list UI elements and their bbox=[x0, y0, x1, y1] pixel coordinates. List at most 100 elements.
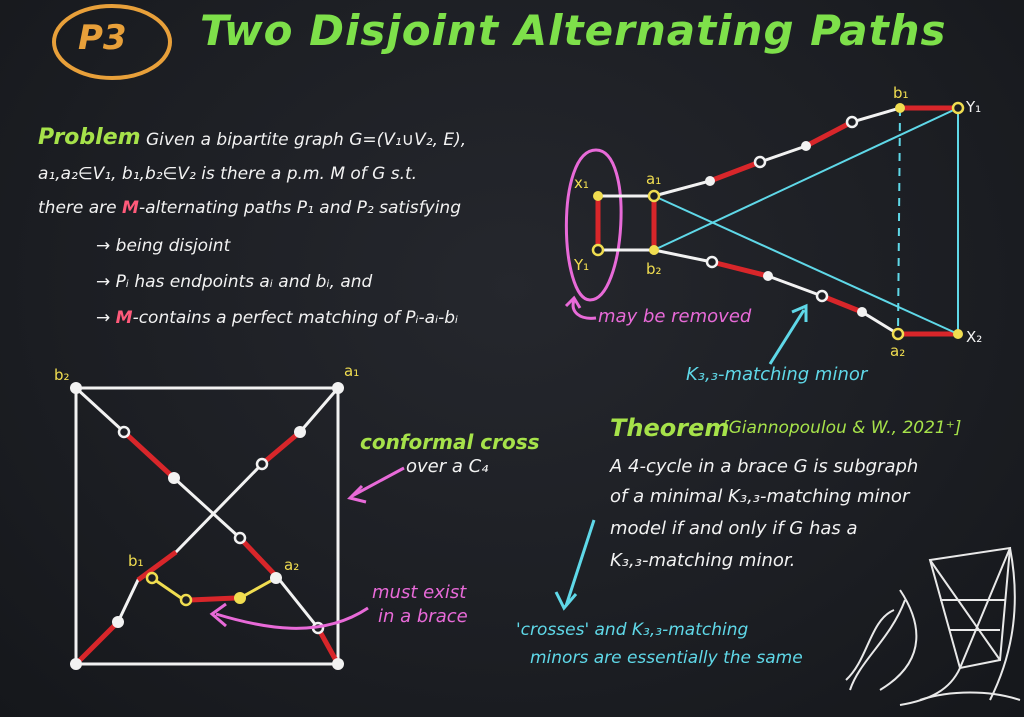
problem-badge: P3 bbox=[78, 18, 127, 58]
footnote-arrow bbox=[564, 519, 596, 607]
cross-vertex-d3 bbox=[112, 616, 124, 628]
cross2-match-3 bbox=[74, 620, 120, 666]
label-x1: x₁ bbox=[574, 174, 589, 192]
cross-label-a2: a₂ bbox=[284, 556, 300, 574]
label-a2: a₂ bbox=[890, 342, 906, 360]
slide-title: Two Disjoint Alternating Paths bbox=[200, 6, 947, 55]
cross2-match-2 bbox=[136, 549, 178, 583]
vertex-l1 bbox=[705, 255, 719, 269]
problem-line-1: Given a bipartite graph G=(V₁∪V₂, E), bbox=[146, 130, 467, 150]
outer-square bbox=[74, 386, 340, 666]
theorem-line-2: of a minimal K₃,₃-matching minor bbox=[610, 486, 910, 507]
vertex-b2 bbox=[649, 245, 659, 255]
minor-arrow bbox=[768, 309, 806, 365]
cyan-edge-a1-x2 bbox=[653, 195, 959, 335]
minor-note: K₃,₃-matching minor bbox=[686, 364, 868, 385]
vertex-y1-left bbox=[591, 243, 605, 257]
cross-label-a1: a₁ bbox=[344, 362, 360, 380]
removed-arrow-head bbox=[564, 295, 582, 309]
theorem-heading: Theorem bbox=[610, 414, 730, 442]
cross-vertex-a1 bbox=[332, 382, 344, 394]
vertex-X2 bbox=[953, 329, 963, 339]
label-b2: b₂ bbox=[646, 260, 662, 278]
cross-vertex-b2 bbox=[70, 382, 82, 394]
tree-sketch bbox=[845, 546, 1021, 706]
cross-vertex-b1 bbox=[145, 571, 159, 585]
cross-vertex-bl bbox=[70, 658, 82, 670]
vertex-a1 bbox=[647, 189, 661, 203]
bullet-disjoint: → being disjoint bbox=[96, 236, 231, 256]
vertex-l3 bbox=[815, 289, 829, 303]
bullet-endpoints: → Pᵢ has endpoints aᵢ and bᵢ, and bbox=[96, 272, 373, 292]
label-X2: X₂ bbox=[966, 328, 983, 346]
cross-vertex-i1 bbox=[179, 593, 193, 607]
label-y1-left: Y₁ bbox=[574, 256, 590, 274]
problem-heading: Problem bbox=[38, 125, 141, 150]
vertex-u2 bbox=[753, 155, 767, 169]
cross1-match-2 bbox=[238, 536, 280, 580]
must-exist-label: must exist bbox=[372, 582, 467, 603]
label-a1: a₁ bbox=[646, 170, 662, 188]
vertex-u4 bbox=[845, 115, 859, 129]
matching-symbol-2: M bbox=[115, 308, 133, 328]
cross-vertex-d2 bbox=[255, 457, 269, 471]
vertex-b1 bbox=[895, 103, 905, 113]
upper-path bbox=[653, 106, 958, 198]
cross-vertex-c3 bbox=[233, 531, 247, 545]
cross1-match-1 bbox=[122, 430, 176, 480]
badge-circle bbox=[52, 4, 172, 80]
matching-symbol: M bbox=[122, 198, 139, 218]
lower-match-1 bbox=[711, 259, 769, 279]
label-Y1-right: Y₁ bbox=[966, 98, 982, 116]
must-arrow bbox=[215, 606, 369, 630]
cross-vertex-a2 bbox=[270, 572, 282, 584]
cyan-dashed-b1-a2 bbox=[897, 107, 901, 335]
cross-vertex-br bbox=[332, 658, 344, 670]
minor-arrow-head bbox=[791, 303, 808, 322]
inner-match bbox=[189, 595, 237, 603]
theorem-citation: [Giannopoulou & W., 2021⁺] bbox=[722, 418, 962, 438]
vertex-a2 bbox=[891, 327, 905, 341]
bullet-arrow: → bbox=[96, 308, 116, 328]
lower-match-2 bbox=[821, 293, 863, 315]
over-c4-label: over a C₄ bbox=[406, 456, 489, 477]
removal-loop bbox=[564, 148, 623, 302]
vertex-u1 bbox=[705, 176, 715, 186]
cross-vertex-i2 bbox=[234, 592, 246, 604]
theorem-line-3: model if and only if G has a bbox=[610, 518, 858, 539]
label-b1: b₁ bbox=[893, 84, 909, 102]
footnote-arrow-head bbox=[554, 591, 578, 611]
cross-vertex-c1 bbox=[117, 425, 131, 439]
vertex-l2 bbox=[763, 271, 773, 281]
upper-match-1 bbox=[709, 159, 761, 184]
cross-label-b2: b₂ bbox=[54, 366, 70, 384]
footnote-line-1: 'crosses' and K₃,₃-matching bbox=[516, 620, 749, 640]
conformal-arrow-head bbox=[347, 484, 367, 504]
cyan-edge-b2-y1 bbox=[653, 107, 959, 251]
problem-line-3-post: -alternating paths P₁ and P₂ satisfying bbox=[138, 198, 461, 218]
conformal-arrow bbox=[351, 466, 405, 498]
cross2-match-1 bbox=[260, 430, 302, 466]
vertex-l4 bbox=[857, 307, 867, 317]
theorem-line-1: A 4-cycle in a brace G is subgraph bbox=[610, 456, 919, 477]
removed-arrow bbox=[571, 299, 597, 320]
may-be-removed-note: may be removed bbox=[598, 306, 752, 327]
vertex-x1 bbox=[593, 191, 603, 201]
cross1-match-3 bbox=[315, 626, 341, 666]
must-arrow-head bbox=[209, 602, 227, 628]
bullet-perfect-matching: → M-contains a perfect matching of Pᵢ-aᵢ… bbox=[96, 308, 458, 328]
upper-match-2 bbox=[804, 119, 854, 149]
problem-line-3-pre: there are bbox=[38, 198, 123, 218]
cross-vertex-c2 bbox=[168, 472, 180, 484]
theorem-line-4: K₃,₃-matching minor. bbox=[610, 550, 796, 571]
problem-line-3: there are M-alternating paths P₁ and P₂ … bbox=[38, 198, 461, 218]
bullet-perfect-matching-text: -contains a perfect matching of Pᵢ-aᵢ-bᵢ bbox=[132, 308, 459, 328]
vertex-u3 bbox=[801, 141, 811, 151]
footnote-line-2: minors are essentially the same bbox=[530, 648, 803, 668]
cross-label-b1: b₁ bbox=[128, 552, 144, 570]
cross-vertex-d1 bbox=[294, 426, 306, 438]
in-a-brace-label: in a brace bbox=[378, 606, 468, 627]
vertex-Y1-right bbox=[951, 101, 965, 115]
